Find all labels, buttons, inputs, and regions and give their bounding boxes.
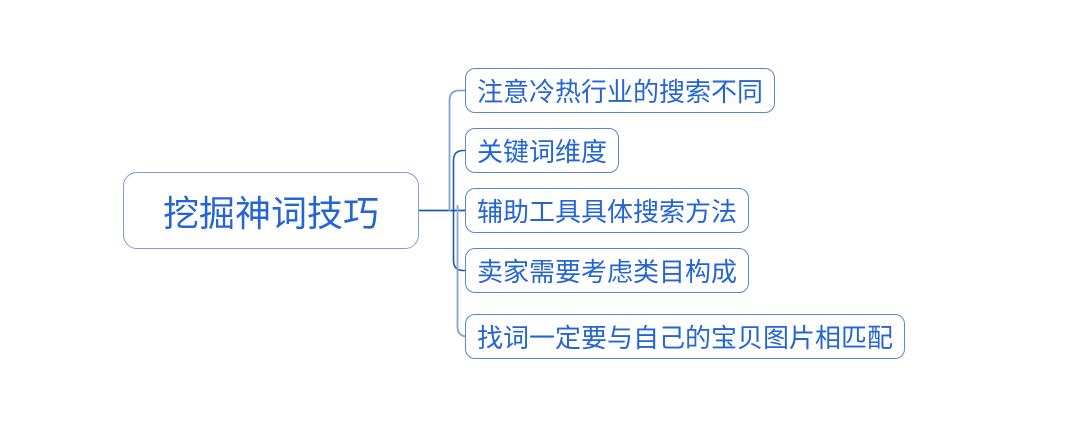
child-topic-label: 关键词维度	[477, 138, 608, 167]
child-topic-node-3[interactable]: 辅助工具具体搜索方法	[465, 188, 750, 233]
child-topic-node-1[interactable]: 注意冷热行业的搜索不同	[465, 68, 776, 113]
child-topic-label: 辅助工具具体搜索方法	[477, 198, 738, 227]
child-topic-label: 注意冷热行业的搜索不同	[477, 78, 764, 107]
child-topic-node-4[interactable]: 卖家需要考虑类目构成	[465, 248, 750, 293]
root-topic-node[interactable]: 挖掘神词技巧	[123, 172, 419, 249]
child-topic-label: 卖家需要考虑类目构成	[477, 258, 738, 287]
child-topic-label: 找词一定要与自己的宝贝图片相匹配	[477, 324, 894, 353]
root-topic-label: 挖掘神词技巧	[162, 193, 379, 234]
branch-line-1	[448, 89, 466, 211]
child-topic-node-2[interactable]: 关键词维度	[465, 128, 620, 173]
child-topic-node-5[interactable]: 找词一定要与自己的宝贝图片相匹配	[465, 314, 906, 359]
